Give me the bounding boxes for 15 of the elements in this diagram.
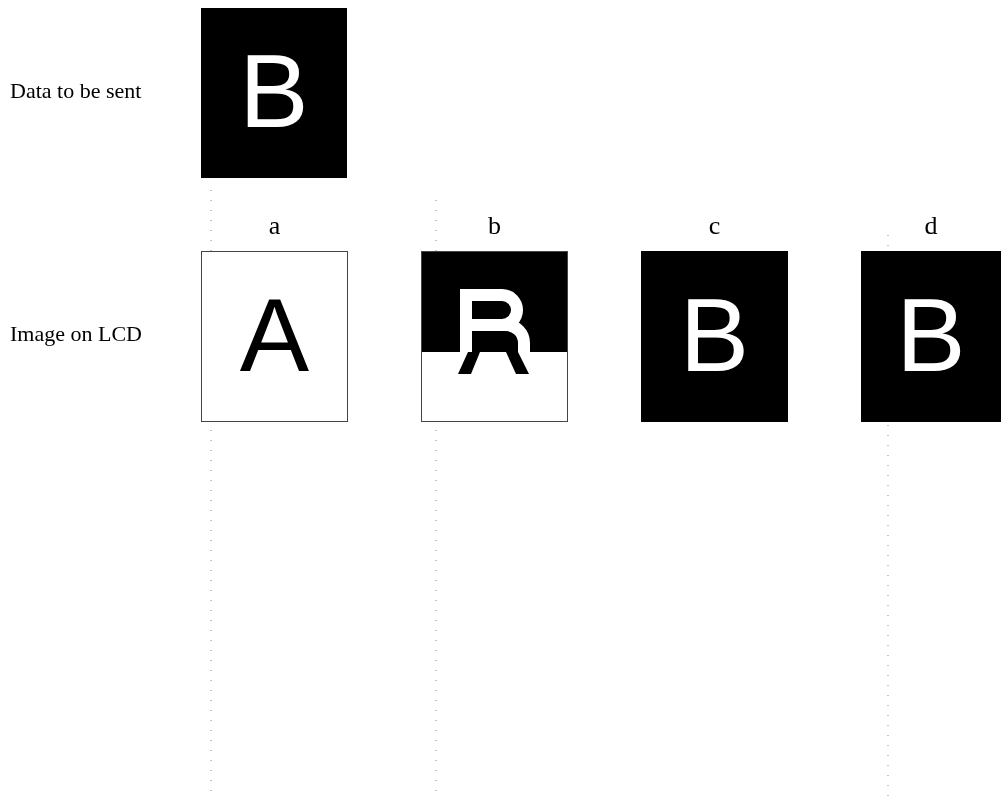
panel-letter-label: a (267, 211, 282, 241)
image-panel (641, 251, 788, 422)
letter: A (238, 282, 311, 387)
split-image-panel (421, 251, 568, 422)
panel-letter-label: b (487, 211, 502, 241)
row-label: Image on LCD (10, 321, 142, 347)
panel-letter-label: d (923, 211, 939, 241)
image-panel (201, 251, 348, 422)
image-panel (201, 8, 347, 178)
image-panel (861, 251, 1001, 422)
letter: B (678, 282, 751, 387)
panel-letter-label: c (707, 211, 722, 241)
letter: B (238, 39, 310, 143)
row-label: Data to be sent (10, 78, 142, 104)
letter: B (895, 282, 967, 387)
